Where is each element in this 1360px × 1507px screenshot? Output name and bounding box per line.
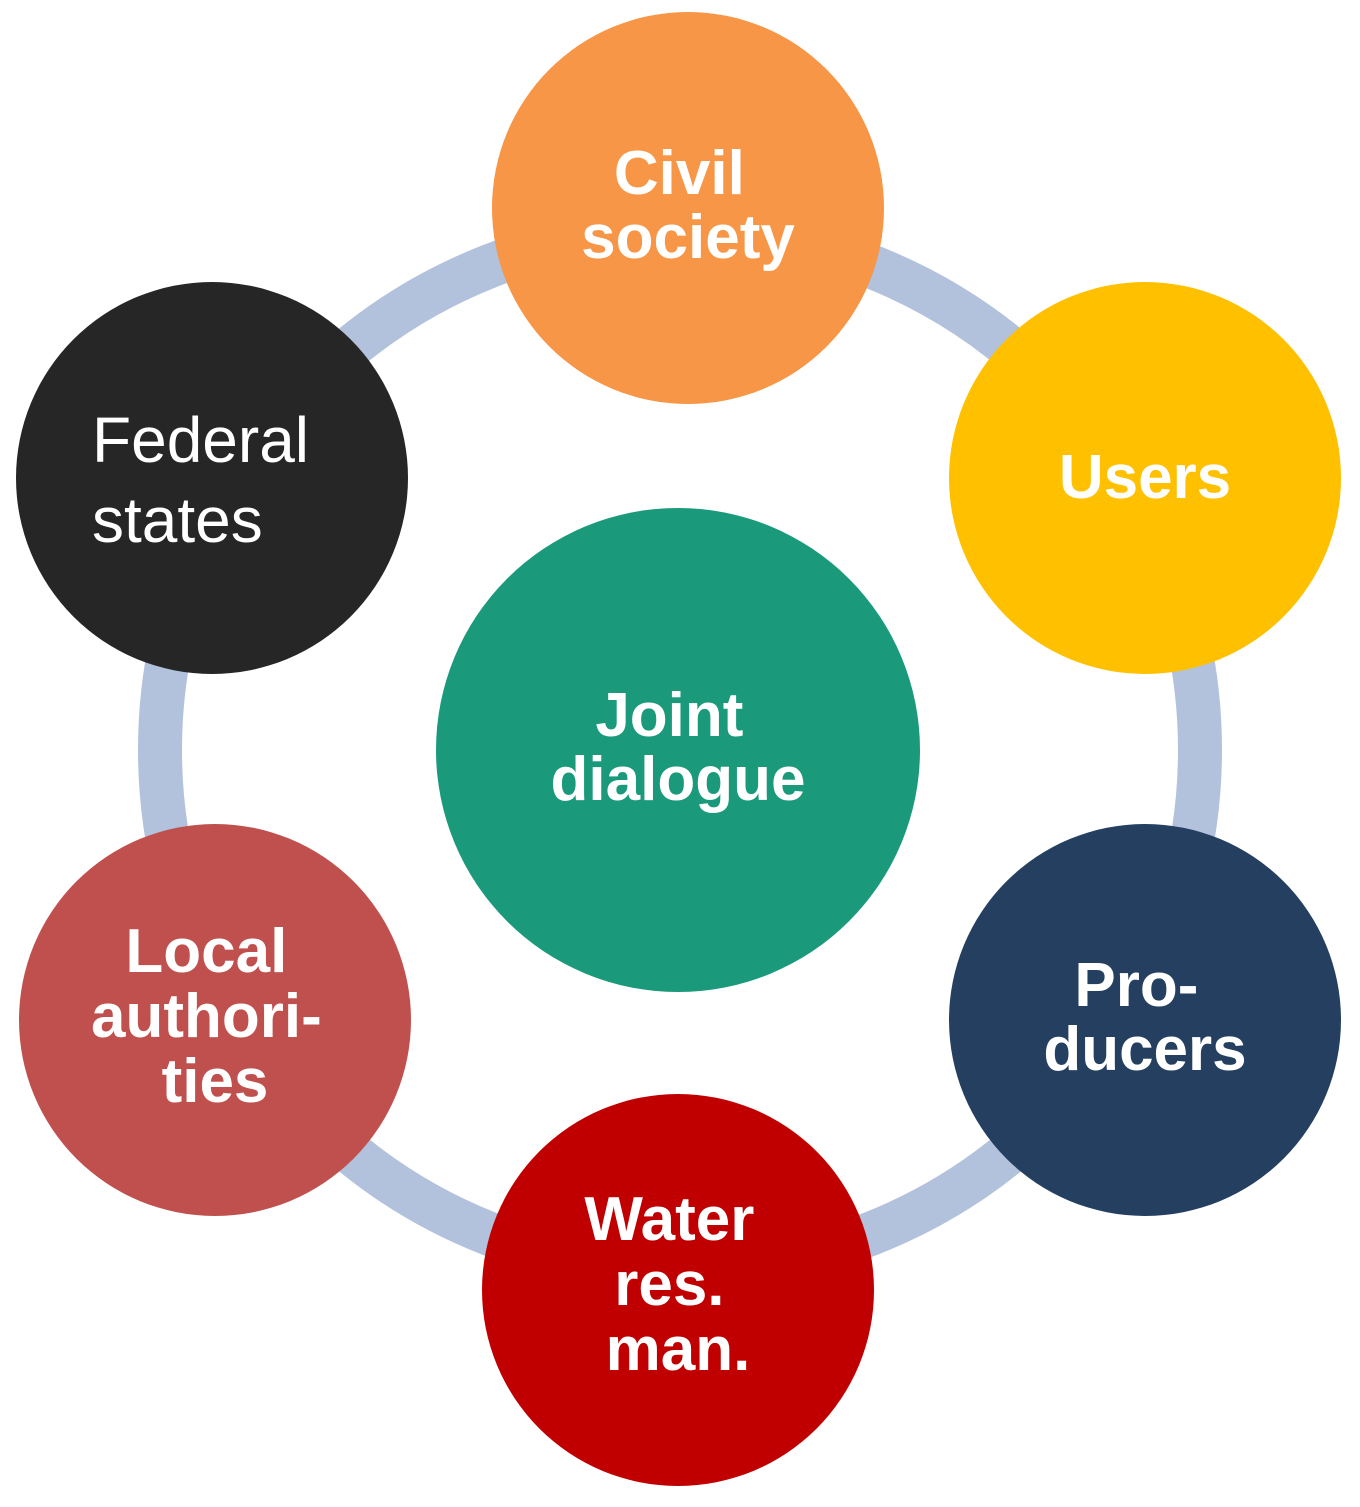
node-federal-states: Federal states (16, 282, 408, 674)
node-civil-society-circle (492, 12, 884, 404)
node-producers-circle (949, 824, 1341, 1216)
node-civil-society: Civil society (492, 12, 884, 404)
center-node-circle (436, 508, 920, 992)
node-users-label: Users (1059, 443, 1231, 512)
node-water-res-man-circle (482, 1094, 874, 1486)
node-federal-states-circle (16, 282, 408, 674)
node-producers: Pro- ducers (949, 824, 1341, 1216)
center-node-label: Joint dialogue (551, 681, 806, 814)
node-users-circle (949, 282, 1341, 674)
node-users: Users (949, 282, 1341, 674)
node-local-authorities-circle (19, 824, 411, 1216)
center-node: Joint dialogue (436, 508, 920, 992)
node-water-res-man: Water res. man. (482, 1094, 874, 1486)
node-civil-society-label: Civil society (581, 139, 795, 272)
node-local-authorities-label: Local authori- ties (91, 917, 339, 1116)
node-water-res-man-label: Water res. man. (584, 1185, 771, 1384)
node-local-authorities: Local authori- ties (19, 824, 411, 1216)
node-federal-states-label: Federal states (92, 404, 327, 556)
node-producers-label: Pro- ducers (1043, 951, 1246, 1084)
